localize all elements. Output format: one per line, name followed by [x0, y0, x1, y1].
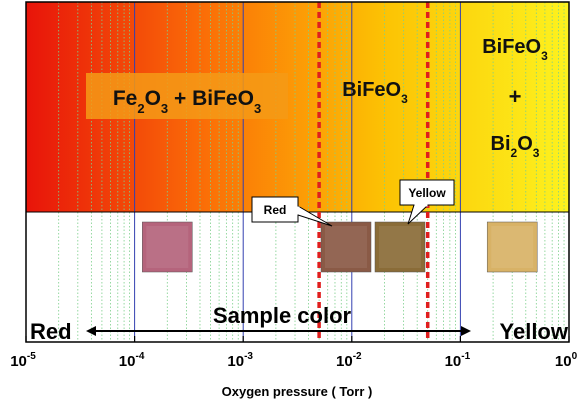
x-tick-label: 10-3	[227, 351, 253, 370]
formula-text: BiFeO	[342, 79, 401, 101]
x-tick-label: 100	[555, 351, 578, 370]
tick-base: 10	[10, 353, 27, 370]
tick-base: 10	[227, 353, 244, 370]
color-scale-arrowhead-right	[461, 326, 471, 336]
sample-swatch	[142, 221, 193, 273]
formula-text: BiFeO	[482, 36, 541, 58]
callout-box	[251, 196, 299, 223]
sample-swatch-sheen	[491, 226, 534, 268]
phase-label-bifeo3: BiFeO3	[342, 79, 408, 106]
tick-exponent: 0	[572, 351, 578, 362]
phase-label-highlight	[86, 73, 288, 119]
phase-label-plus: +	[509, 84, 522, 109]
tick-exponent: -2	[353, 351, 362, 362]
x-tick-label: 10-2	[336, 351, 362, 370]
color-scale-left-label: Red	[30, 319, 72, 344]
tick-exponent: -1	[461, 351, 470, 362]
subscript: 3	[541, 49, 548, 63]
tick-exponent: -4	[135, 351, 144, 362]
subscript: 3	[401, 92, 408, 106]
x-tick-label: 10-4	[119, 351, 145, 370]
tick-base: 10	[336, 353, 353, 370]
subscript: 3	[254, 101, 261, 116]
tick-exponent: -5	[27, 351, 36, 362]
x-tick-label: 10-1	[445, 351, 471, 370]
x-axis-title: Oxygen pressure ( Torr )	[222, 384, 373, 399]
tick-base: 10	[119, 353, 136, 370]
callout-box	[399, 179, 455, 206]
color-scale-arrowhead-left	[86, 326, 96, 336]
color-scale-title: Sample color	[213, 303, 352, 328]
sample-swatch	[374, 221, 426, 273]
plot-frame	[25, 1, 570, 343]
phase-label-bifeo3-top: BiFeO3	[482, 36, 548, 63]
formula-text: + BiFeO	[168, 87, 254, 110]
formula-text: O	[517, 133, 533, 155]
subscript: 2	[511, 146, 518, 160]
color-scale-right-label: Yellow	[500, 319, 569, 344]
phase-label-fe2o3-bifeo3: Fe2O3 + BiFeO3	[113, 87, 261, 116]
subscript: 3	[161, 101, 168, 116]
tick-exponent: -3	[244, 351, 253, 362]
callout-join	[296, 206, 300, 215]
callout-label: Red	[264, 203, 287, 217]
formula-text: +	[509, 84, 522, 109]
formula-text: Fe	[113, 87, 138, 110]
callout-join	[414, 203, 428, 207]
sample-swatch-sheen	[325, 226, 367, 268]
phase-label-bi2o3: Bi2O3	[491, 133, 540, 160]
sample-swatch-sheen	[379, 226, 421, 268]
formula-text: Bi	[491, 133, 511, 155]
tick-base: 10	[555, 353, 572, 370]
formula-text: O	[145, 87, 161, 110]
subscript: 3	[533, 146, 540, 160]
sample-swatch-sheen	[146, 226, 189, 268]
callout-label: Yellow	[408, 186, 446, 200]
x-tick-label: 10-5	[10, 351, 36, 370]
sample-swatch	[320, 221, 372, 273]
sample-swatch	[486, 221, 538, 273]
tick-base: 10	[445, 353, 462, 370]
subscript: 2	[137, 101, 144, 116]
